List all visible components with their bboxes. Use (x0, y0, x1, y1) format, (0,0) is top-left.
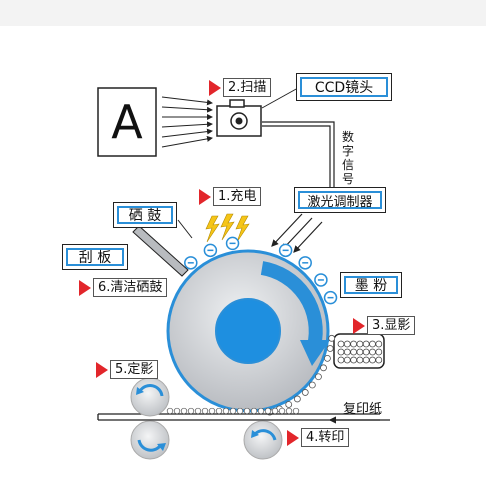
fuser-roller-top (130, 377, 170, 417)
toner-dot (173, 407, 181, 415)
charge-particles (184, 236, 338, 305)
flag-icon (96, 361, 108, 378)
toner-dot (201, 407, 209, 415)
toner-dot (285, 401, 293, 408)
toner-dot (369, 340, 376, 348)
paper-toner-dots (166, 407, 300, 415)
toner-dot (250, 407, 258, 415)
original-letter: A (111, 95, 143, 149)
toner-dot (362, 348, 370, 356)
toner-dot (285, 407, 293, 415)
toner-dot (369, 356, 376, 364)
toner-dot (257, 407, 265, 415)
flag-icon (79, 279, 91, 296)
toner-dot (166, 407, 174, 415)
develop-step-label: 3.显影 (353, 316, 416, 335)
toner-dot (229, 407, 237, 415)
charge-spark-icon (205, 213, 250, 243)
toner-dot (343, 348, 351, 356)
flag-icon (353, 317, 365, 334)
toner-dot (350, 340, 358, 348)
toner-dot (293, 395, 301, 403)
toner-dot (236, 407, 244, 415)
toner-dot (356, 348, 364, 356)
toner-dot (271, 407, 279, 415)
clean-drum-step-label: 6.清洁硒鼓 (79, 278, 168, 297)
toner-dot (362, 356, 370, 364)
blade-label: 刮 板 (62, 244, 128, 270)
toner-dot (278, 407, 286, 415)
flag-icon (209, 79, 221, 96)
toner-dot (324, 354, 331, 362)
toner-dot (264, 407, 272, 415)
toner-dot (343, 356, 351, 364)
scan-rays (161, 96, 213, 148)
scan-step-text: 2.扫描 (223, 78, 272, 97)
toner-dot (326, 345, 334, 352)
charge-step-label: 1.充电 (199, 187, 262, 206)
cleaning-blade (132, 225, 189, 277)
toner-dot (369, 348, 376, 356)
clean-drum-step-text: 6.清洁硒鼓 (93, 278, 168, 297)
charge-step-text: 1.充电 (213, 187, 262, 206)
digital-signal-label: 数字信号 (341, 130, 354, 186)
camera-icon (216, 99, 262, 137)
toner-dot (375, 340, 383, 348)
drum-rotation-arrow (260, 261, 323, 348)
ccd-lens-label: CCD镜头 (296, 73, 392, 101)
transfer-step-text: 4.转印 (301, 428, 350, 447)
drum-label: 硒 鼓 (113, 202, 177, 228)
toner-dot (343, 340, 351, 348)
toner-dot (350, 356, 358, 364)
signal-path (262, 121, 335, 188)
toner-dot (362, 340, 370, 348)
toner-dot (187, 407, 195, 415)
toner-dot (337, 340, 345, 348)
toner-dot (301, 389, 309, 396)
fix-step-text: 5.定影 (110, 360, 159, 379)
toner-dot (356, 340, 364, 348)
toner-dot (356, 356, 364, 364)
toner-dot (243, 407, 251, 415)
ccd-pointer-line (261, 87, 299, 109)
toner-dot (180, 407, 188, 415)
toner-dot (320, 364, 327, 372)
fix-step-label: 5.定影 (96, 360, 159, 379)
develop-step-text: 3.显影 (367, 316, 416, 335)
flag-icon (287, 429, 299, 446)
toner-dot (315, 373, 322, 381)
original-document (97, 87, 157, 157)
drum-core (215, 298, 281, 364)
toner-dot (375, 356, 383, 364)
toner-dot (208, 407, 216, 415)
toner-dot (337, 348, 345, 356)
toner-box (333, 333, 385, 369)
top-band (0, 0, 486, 26)
transfer-roller (243, 420, 283, 460)
toner-dot (328, 334, 336, 342)
transfer-step-label: 4.转印 (287, 428, 350, 447)
scan-step-label: 2.扫描 (209, 78, 272, 97)
fuser-roller-bottom (130, 420, 170, 460)
toner-dot (194, 407, 202, 415)
laser-modulator-label: 激光调制器 (294, 187, 386, 213)
toner-dot (337, 356, 345, 364)
toner-dot (375, 348, 383, 356)
toner-dot (350, 348, 358, 356)
toner-label: 墨 粉 (340, 272, 402, 298)
toner-dot (292, 407, 300, 415)
toner-dot (222, 407, 230, 415)
drum-rotation-arrowhead (300, 340, 330, 366)
flag-icon (199, 188, 211, 205)
drum-pointer-line (177, 219, 193, 239)
toner-dot (215, 407, 223, 415)
toner-dot (308, 381, 316, 389)
paper-label: 复印纸 (343, 402, 383, 417)
laser-arrows (271, 213, 323, 253)
